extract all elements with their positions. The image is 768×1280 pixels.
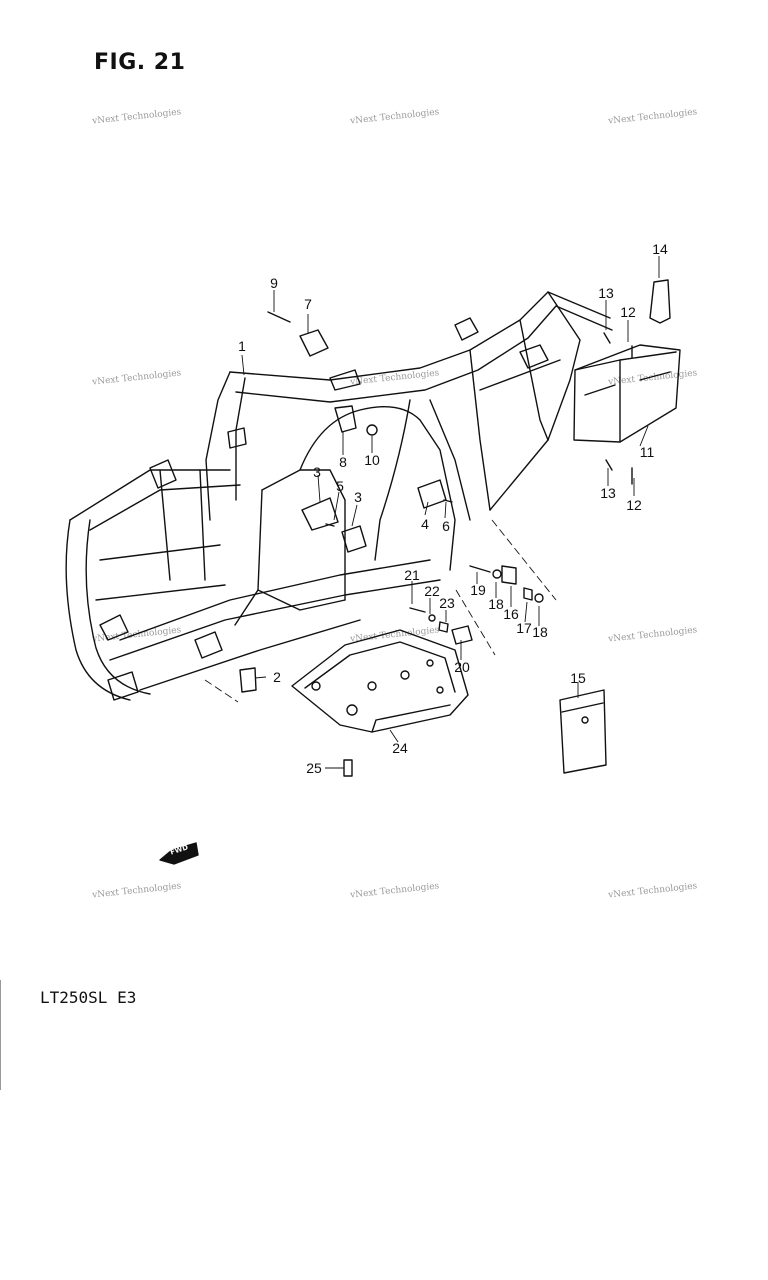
callout-13: 13 — [598, 285, 614, 301]
bracket-3 — [301, 497, 339, 531]
bracket-3 — [341, 525, 367, 553]
callout-15: 15 — [570, 670, 586, 686]
bolt-19 — [469, 565, 491, 573]
callout-5: 5 — [336, 478, 344, 494]
callout-8: 8 — [339, 454, 347, 470]
frame-assembly — [65, 291, 613, 701]
callout-3: 3 — [354, 489, 362, 505]
callout-4: 4 — [421, 516, 429, 532]
callout-3: 3 — [313, 464, 321, 480]
collar-23 — [438, 621, 449, 633]
callout-24: 24 — [392, 740, 408, 756]
bushing-2 — [239, 667, 257, 693]
nut-10 — [366, 424, 378, 436]
callout-13: 13 — [600, 485, 616, 501]
callout-21: 21 — [404, 567, 420, 583]
callout-14: 14 — [652, 241, 668, 257]
bolt-21 — [409, 607, 426, 613]
bolt-9 — [267, 311, 291, 323]
model-label: LT250SL E3 — [40, 988, 137, 1007]
bracket-4 — [417, 479, 447, 509]
callout-19: 19 — [470, 582, 486, 598]
fwd-arrow — [159, 842, 199, 865]
bolt-5 — [325, 523, 335, 527]
callout-18: 18 — [532, 624, 548, 640]
nut-13 — [605, 459, 613, 471]
skid-plate — [291, 629, 469, 733]
callout-9: 9 — [270, 275, 278, 291]
collar-17 — [523, 587, 533, 601]
bracket-7 — [299, 329, 329, 357]
washer-18 — [534, 593, 544, 603]
washer-18 — [492, 569, 502, 579]
figure-title: FIG. 21 — [94, 50, 186, 75]
cushion-16 — [501, 565, 517, 585]
callout-10: 10 — [364, 452, 380, 468]
clamp-20 — [451, 625, 473, 645]
callout-6: 6 — [442, 518, 450, 534]
tool-bag — [573, 344, 681, 443]
strap — [649, 279, 671, 324]
nut-13 — [603, 332, 611, 344]
callout-12: 12 — [620, 304, 636, 320]
bracket-8 — [334, 405, 357, 433]
bolt-25 — [343, 759, 353, 777]
bolt-6 — [443, 499, 453, 503]
callout-20: 20 — [454, 659, 470, 675]
callout-22: 22 — [424, 583, 440, 599]
manual-pouch — [559, 689, 607, 774]
callout-11: 11 — [639, 444, 655, 460]
callout-23: 23 — [439, 595, 455, 611]
callout-12: 12 — [626, 497, 642, 513]
callout-1: 1 — [238, 338, 246, 354]
callout-7: 7 — [304, 296, 312, 312]
page-edge-rule — [0, 980, 1, 1090]
callout-18: 18 — [488, 596, 504, 612]
callout-25: 25 — [306, 760, 322, 776]
callout-2: 2 — [273, 669, 281, 685]
callout-16: 16 — [503, 606, 519, 622]
washer-22 — [428, 614, 436, 622]
callout-17: 17 — [516, 620, 532, 636]
